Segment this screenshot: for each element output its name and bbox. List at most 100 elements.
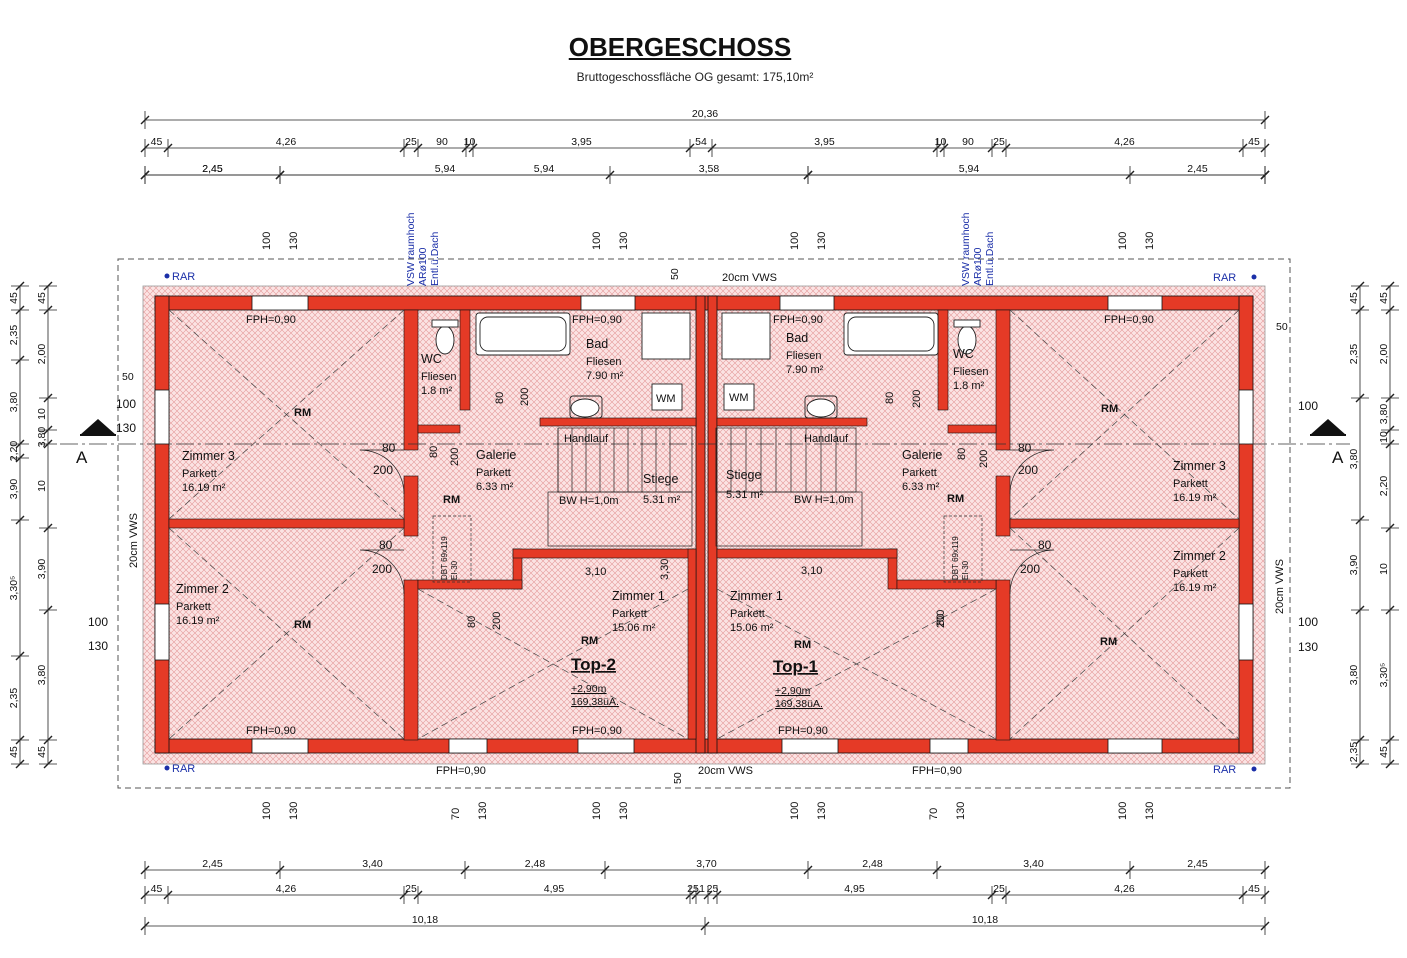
sill-side-1: 130 xyxy=(116,421,136,435)
dbt-label-0-0: DBT 69x119 xyxy=(440,536,449,580)
right-stiege-name: Stiege xyxy=(726,468,761,482)
left-zimmer1-floor: Parkett xyxy=(612,608,647,620)
dim-bottom-detail-label-3: 4,95 xyxy=(544,883,565,895)
interior-walls-left xyxy=(168,309,697,741)
dim-right-inner-slash-1 xyxy=(1385,305,1395,315)
handlauf-right: Handlauf xyxy=(804,433,849,445)
dim-right-outer-slash-1 xyxy=(1355,305,1365,315)
dim-bottom-axis-slash-4 xyxy=(803,865,813,875)
dim-bottom-detail-label-8: 25 xyxy=(993,883,1005,895)
dim-top-axis-slash-0 xyxy=(140,170,150,180)
sill-top-0-b: 130 xyxy=(288,232,300,250)
dim-top-axis-label-3: 5,94 xyxy=(959,163,980,175)
right-zimmer3-floor: Parkett xyxy=(1173,478,1208,490)
dim-bottom-detail-slash-7 xyxy=(712,890,722,900)
dim-left-outer-slash-5 xyxy=(15,515,25,525)
right-zimmer2-area: 16.19 m² xyxy=(1173,582,1217,594)
wm-label-right: WM xyxy=(729,392,749,404)
sanitary-fixtures xyxy=(431,312,981,419)
dbt-box-0 xyxy=(432,515,472,583)
right-zimmer1-area: 15.06 m² xyxy=(730,622,774,634)
sill-side-2: 100 xyxy=(88,615,108,629)
dim-bottom-detail-slash-3 xyxy=(413,890,423,900)
sill-top-3-a: 100 xyxy=(1117,232,1129,250)
dim-top-detail-slash-13 xyxy=(1260,143,1270,153)
dim-bottom-detail-label-6: 25 xyxy=(707,883,719,895)
sill-bottom-3-a: 100 xyxy=(789,802,801,820)
dim-bottom-detail-slash-5 xyxy=(691,890,701,900)
door-label-7: 200 xyxy=(1020,562,1040,576)
sill-bottom-3-b: 130 xyxy=(816,802,828,820)
dim-left-outer-slash-0 xyxy=(15,281,25,291)
right-wc-area: 1.8 m² xyxy=(953,380,985,392)
left-wc-area: 1.8 m² xyxy=(421,385,453,397)
offset-right-label: 50 xyxy=(1276,321,1288,333)
dim-bottom-detail-label-2: 25 xyxy=(405,883,417,895)
drawing-subtitle: Bruttogeschossfläche OG gesamt: 175,10m² xyxy=(576,70,814,84)
door-vlabel-8: 80 xyxy=(956,448,968,460)
roof-outline xyxy=(117,258,1291,789)
dim-right-inner-slash-8 xyxy=(1385,759,1395,769)
sill-side-0: 100 xyxy=(116,397,136,411)
dim-bottom-total-label-1: 10,18 xyxy=(972,914,998,926)
rar-label-1: RAR xyxy=(1213,272,1236,284)
fph-label-0: FPH=0,90 xyxy=(246,314,296,326)
dim-bottom-total-slash-1 xyxy=(700,921,710,931)
dim-bottom-detail-slash-4 xyxy=(685,890,695,900)
left-stiege-name: Stiege xyxy=(643,472,678,486)
dim-top-detail-label-12: 45 xyxy=(1248,136,1260,148)
room-diagonals xyxy=(168,309,1240,740)
dbt-label-1-1: EI-30 xyxy=(961,560,970,580)
dim-top-axis-slash-4 xyxy=(1125,170,1135,180)
dim-top-detail-slash-0 xyxy=(140,143,150,153)
right-zimmer2-floor: Parkett xyxy=(1173,568,1208,580)
rm-label-7: RM xyxy=(947,493,964,505)
right-zimmer2-name: Zimmer 2 xyxy=(1173,549,1226,563)
sill-side-5: 100 xyxy=(1298,615,1318,629)
dim-right-outer-slash-5 xyxy=(1355,735,1365,745)
dim-right-outer-label-0: 45 xyxy=(1348,292,1360,304)
fph-label-3: FPH=0,90 xyxy=(1104,314,1154,326)
dim-right-outer-label-2: 3,80 xyxy=(1348,449,1360,470)
stair-width-right: 3,10 xyxy=(801,565,822,577)
dim-right-outer-label-3: 3,90 xyxy=(1348,555,1360,576)
dim-right-inner-label-2: 3,80 xyxy=(1378,404,1390,425)
sill-top-3-b: 130 xyxy=(1144,232,1156,250)
dim-top-detail-slash-1 xyxy=(163,143,173,153)
door-vlabel-2: 80 xyxy=(428,446,440,458)
rm-label-4: RM xyxy=(1101,403,1118,415)
dim-left-inner-slash-4 xyxy=(43,439,53,449)
windows xyxy=(154,295,1254,754)
dim-left-inner-slash-3 xyxy=(43,425,53,435)
rm-label-6: RM xyxy=(794,639,811,651)
door-label-4: 80 xyxy=(1018,441,1032,455)
dim-top-total-slash-1 xyxy=(1260,115,1270,125)
dbt-label-0-1: EI-30 xyxy=(450,560,459,580)
rm-label-5: RM xyxy=(1100,636,1117,648)
dim-left-inner-slash-8 xyxy=(43,759,53,769)
fph-label-4: FPH=0,90 xyxy=(246,725,296,737)
dim-top-detail-label-7: 3,95 xyxy=(814,136,835,148)
dim-right-inner-slash-3 xyxy=(1385,425,1395,435)
right-galerie-name: Galerie xyxy=(902,448,942,462)
dim-bottom-detail-slash-11 xyxy=(1260,890,1270,900)
dim-left-outer-slash-4 xyxy=(15,453,25,463)
offset-top-label: 50 xyxy=(669,268,681,280)
fph-label-1: FPH=0,90 xyxy=(572,314,622,326)
rar-marker-1 xyxy=(1251,274,1257,280)
dim-bottom-detail-slash-9 xyxy=(1001,890,1011,900)
vsw-label-1-2: Entl.ü.Dach xyxy=(984,232,996,286)
stair-length-left: 3,30 xyxy=(659,559,671,580)
door-swing-2 xyxy=(1009,449,1055,495)
right-elevation: 169,38üA. xyxy=(775,698,823,710)
dim-left-outer-slash-8 xyxy=(15,759,25,769)
dim-left-inner-slash-1 xyxy=(43,305,53,315)
sill-side-3: 130 xyxy=(88,639,108,653)
dim-left-inner-label-0: 45 xyxy=(36,292,48,304)
toilet-left xyxy=(435,325,455,355)
dim-right-inner-label-7: 45 xyxy=(1378,746,1390,758)
dim-left-outer-label-6: 2,35 xyxy=(8,688,20,709)
dim-top-detail-slash-4 xyxy=(461,143,471,153)
dim-top-detail-label-3: 90 xyxy=(436,136,448,148)
